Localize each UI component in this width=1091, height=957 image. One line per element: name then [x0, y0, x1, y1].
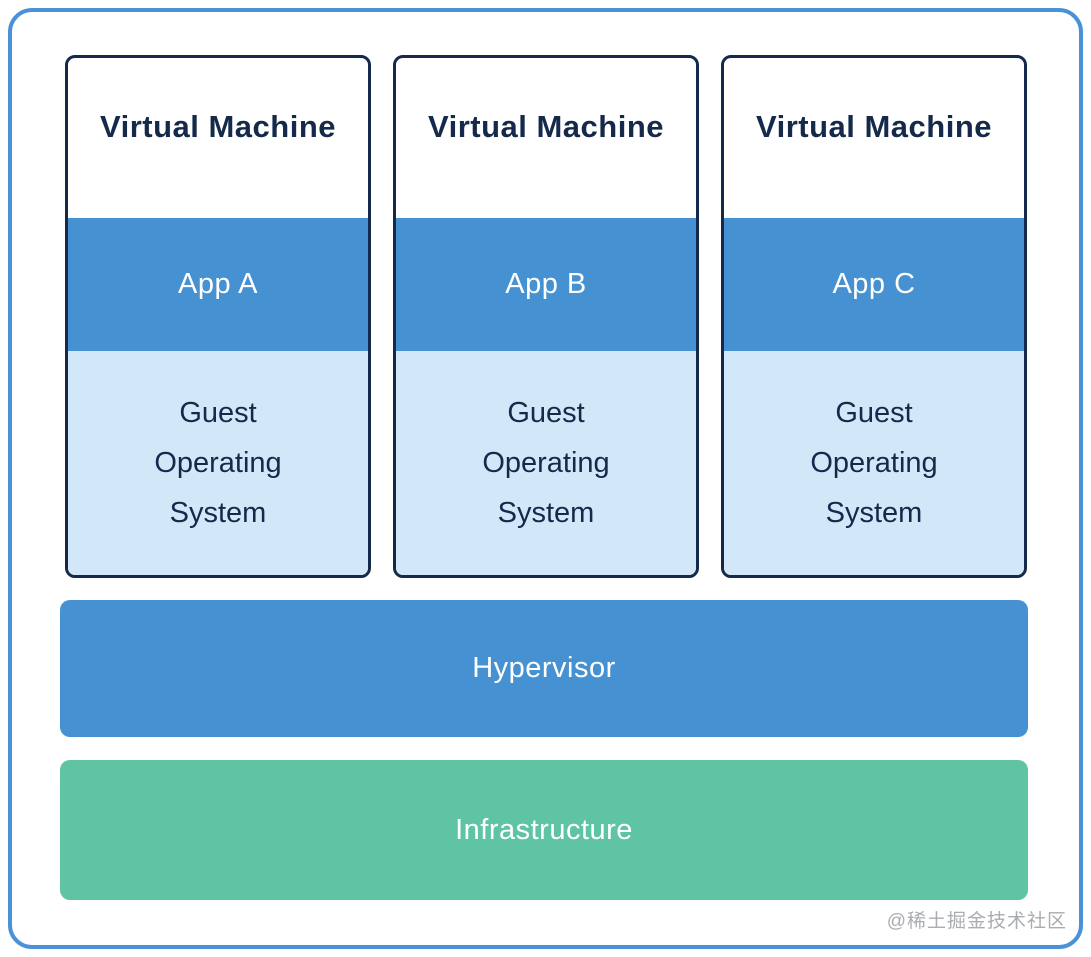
- vm-title: Virtual Machine: [755, 109, 993, 144]
- vm-title: Virtual Machine: [99, 109, 337, 144]
- guest-os-label: Guest Operating System: [482, 397, 610, 529]
- watermark-text: @稀土掘金技术社区: [886, 911, 1067, 932]
- virtual-machine-card-2: Virtual Machine App B Guest Operating Sy…: [393, 55, 699, 578]
- virtual-machine-card-3: Virtual Machine App C Guest Operating Sy…: [721, 55, 1027, 578]
- guest-os-block-1: Guest Operating System: [68, 351, 368, 575]
- guest-os-label: Guest Operating System: [154, 397, 282, 529]
- app-c-block: App C: [724, 218, 1024, 351]
- app-b-block: App B: [396, 218, 696, 351]
- guest-os-block-2: Guest Operating System: [396, 351, 696, 575]
- vm-title: Virtual Machine: [427, 109, 665, 144]
- app-a-block: App A: [68, 218, 368, 351]
- infrastructure-layer: Infrastructure: [60, 760, 1028, 900]
- virtual-machine-card-1: Virtual Machine App A Guest Operating Sy…: [65, 55, 371, 578]
- guest-os-label: Guest Operating System: [810, 397, 938, 529]
- virtual-machines-row: Virtual Machine App A Guest Operating Sy…: [65, 55, 1028, 578]
- guest-os-block-3: Guest Operating System: [724, 351, 1024, 575]
- hypervisor-layer: Hypervisor: [60, 600, 1028, 737]
